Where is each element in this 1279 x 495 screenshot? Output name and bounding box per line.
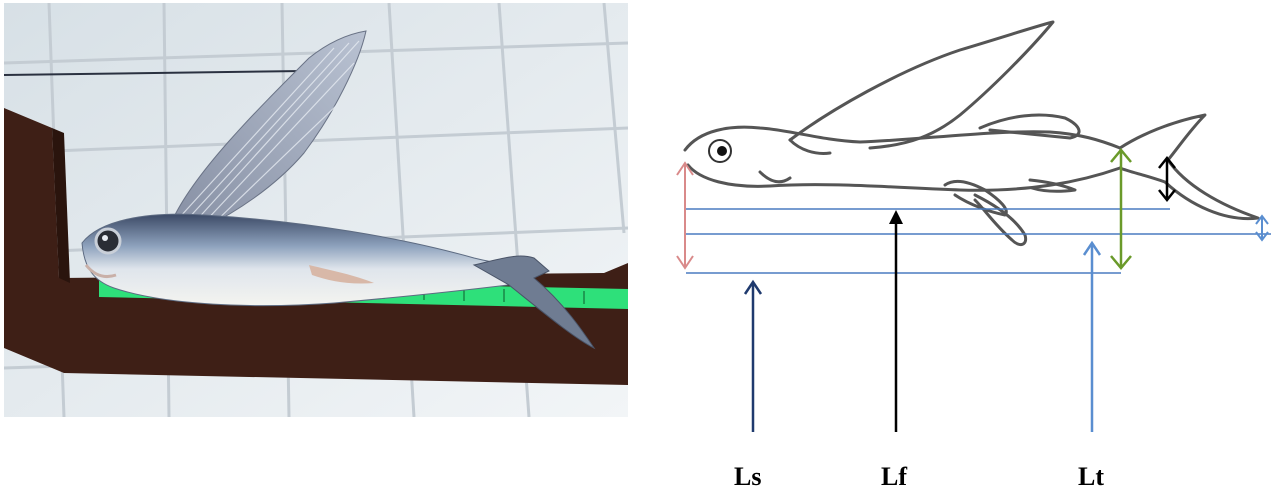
fish-photograph <box>4 3 628 417</box>
total-length-label: Lt <box>1078 462 1104 492</box>
standard-length-label: Ls <box>734 462 761 492</box>
fork-length-pointer <box>889 210 903 432</box>
fish-outline-diagram <box>640 0 1279 495</box>
total-length-pointer <box>1084 243 1100 432</box>
fork-length-label: Lf <box>881 462 907 492</box>
tail-tip-marker <box>1256 216 1268 240</box>
snout-depth-arrow <box>677 163 693 268</box>
fork-depth-arrow <box>1159 158 1175 200</box>
measurement-diagram: Ls Lf Lt <box>640 0 1279 495</box>
fish-photo-illustration <box>4 3 628 417</box>
fish-eye <box>96 229 120 253</box>
fish-outline <box>685 22 1258 245</box>
standard-length-pointer <box>745 282 761 432</box>
